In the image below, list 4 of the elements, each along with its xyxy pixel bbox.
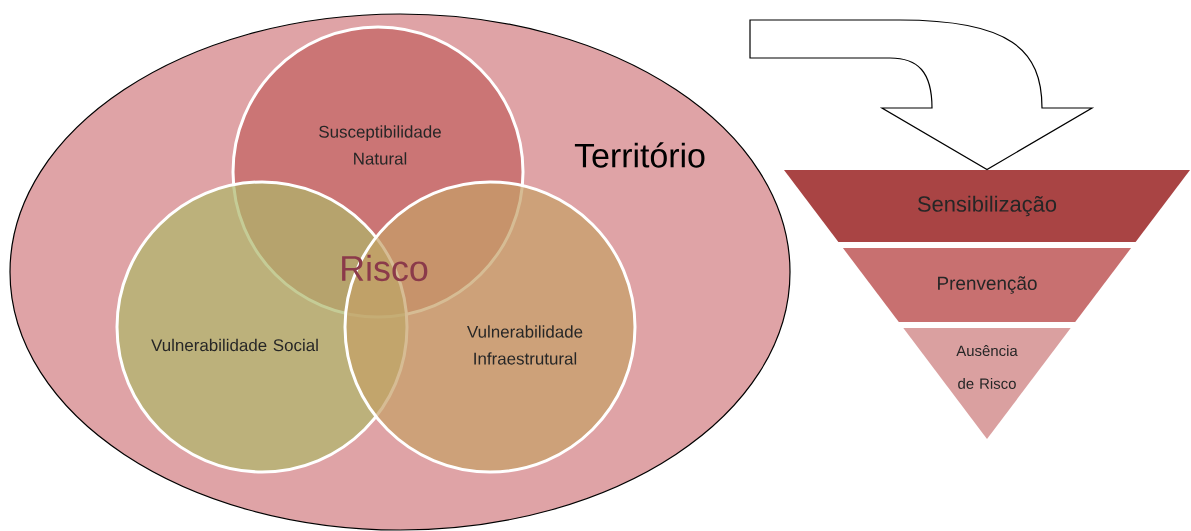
block-arrow <box>749 19 1093 171</box>
funnel-band: Ausência de Risco <box>903 328 1071 439</box>
funnel-band: Prenvenção <box>842 248 1132 322</box>
funnel-band: Sensibilização <box>784 170 1190 242</box>
